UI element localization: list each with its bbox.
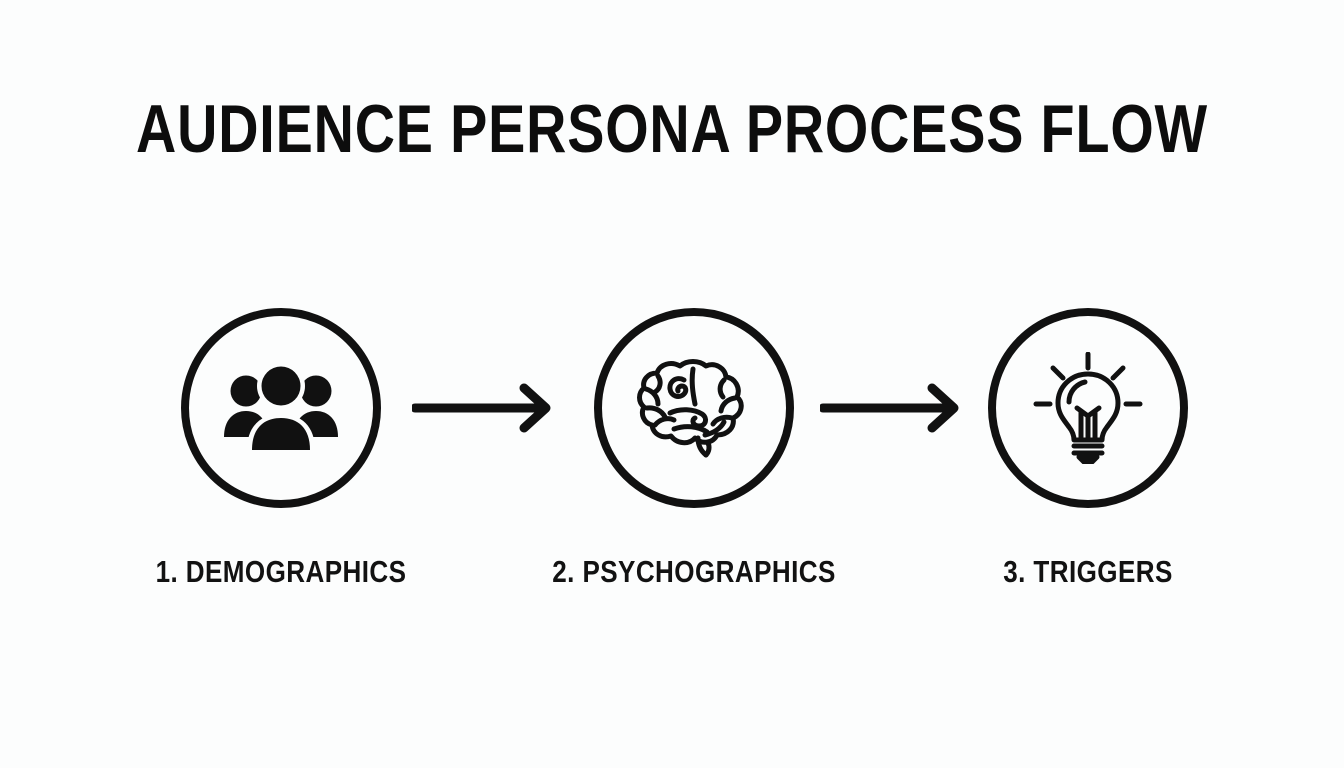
- process-step-2[interactable]: [594, 308, 794, 508]
- step-circle-outline: [594, 308, 794, 508]
- page-title: AUDIENCE PERSONA PROCESS FLOW: [136, 91, 1208, 167]
- step-label-triggers: 3. TRIGGERS: [1003, 554, 1173, 589]
- step-labels-row: 1. DEMOGRAPHICS 2. PSYCHOGRAPHICS 3. TRI…: [0, 552, 1344, 602]
- arrow-right-icon-1: [410, 383, 562, 433]
- process-step-1[interactable]: [181, 308, 381, 508]
- step-circle-outline: [181, 308, 381, 508]
- people-group-icon: [213, 340, 349, 476]
- process-flow-row: [0, 300, 1344, 520]
- lightbulb-icon: [1020, 340, 1156, 476]
- step-label-demographics: 1. DEMOGRAPHICS: [155, 554, 407, 589]
- brain-icon: [626, 340, 762, 476]
- arrow-right-icon-2: [818, 383, 970, 433]
- process-step-3[interactable]: [988, 308, 1188, 508]
- step-label-psychographics: 2. PSYCHOGRAPHICS: [552, 554, 836, 589]
- step-circle-outline: [988, 308, 1188, 508]
